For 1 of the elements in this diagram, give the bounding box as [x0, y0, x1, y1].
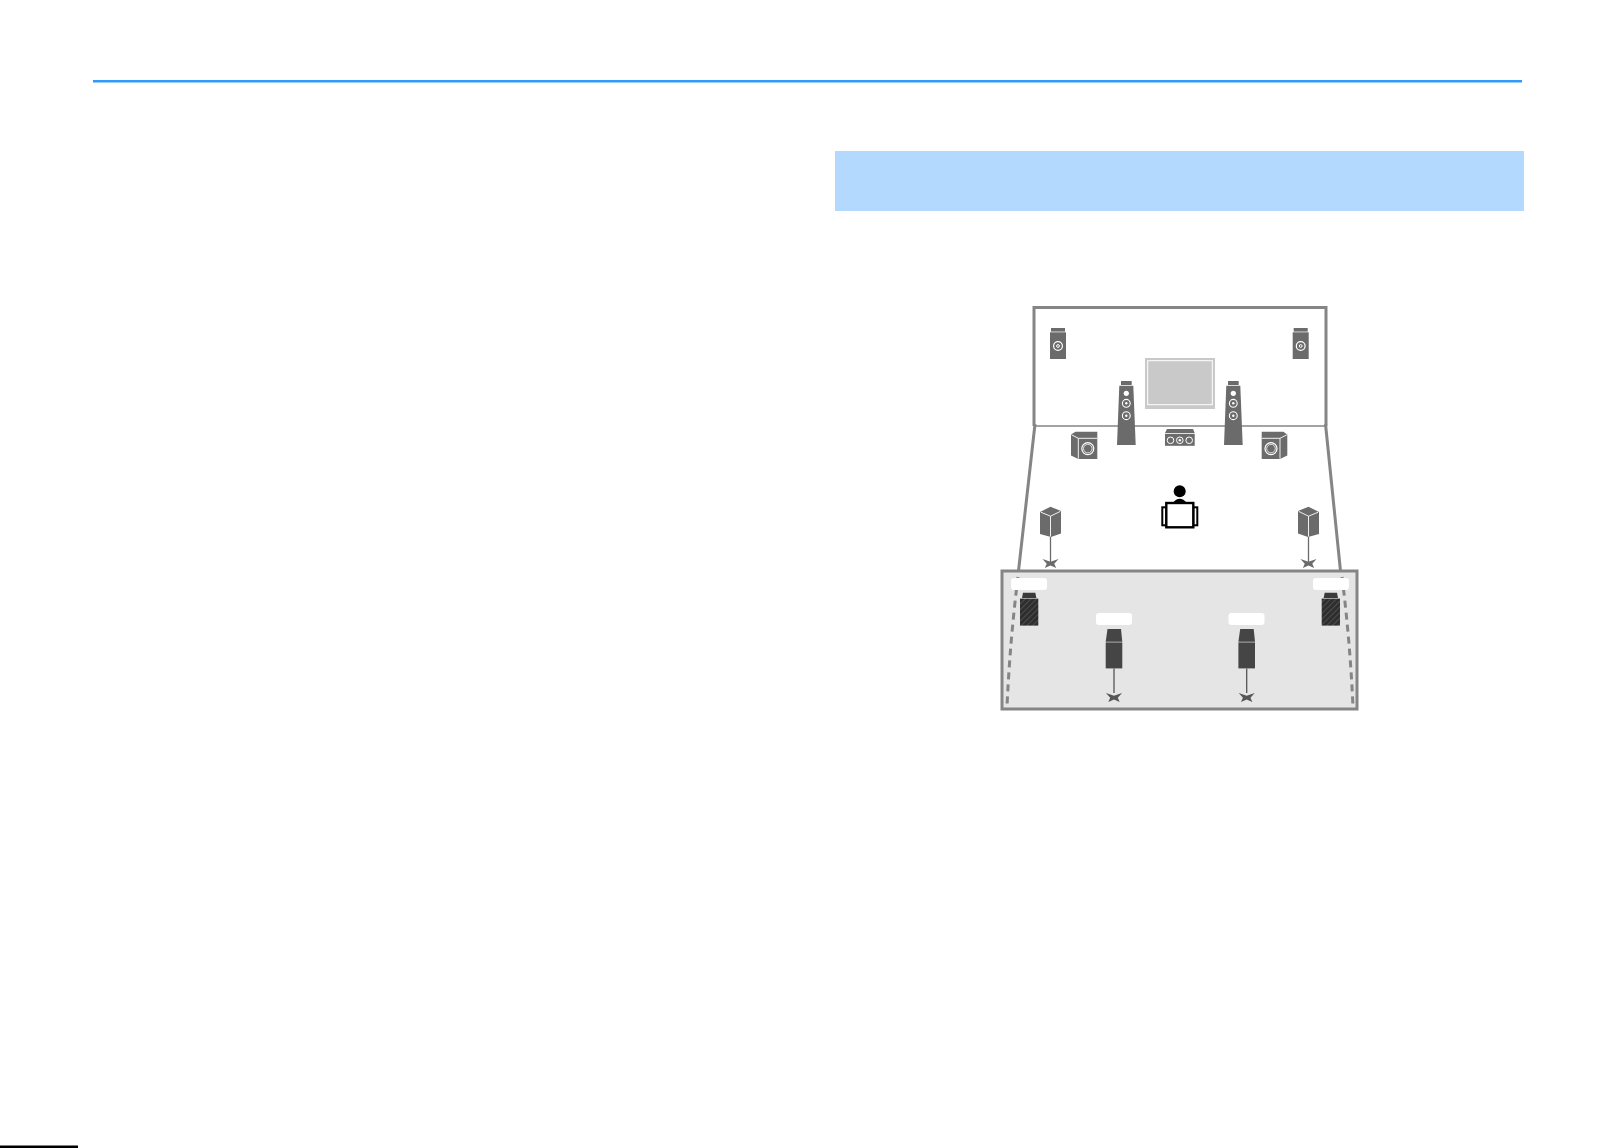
section-banner	[835, 151, 1524, 211]
